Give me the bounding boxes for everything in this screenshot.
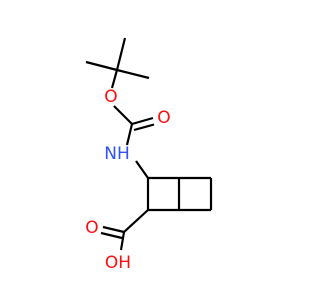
molecule-diagram: O O NH O OH [85, 37, 213, 273]
bond-carbonyl-double-b [133, 123, 155, 132]
bond-tbu-methyl-left [85, 60, 118, 72]
bond-n-to-ring [135, 160, 149, 179]
bond-cooh-double-b [100, 231, 123, 240]
bond-tbu-methyl-top [115, 37, 127, 71]
bond-tbu-to-o [110, 69, 119, 89]
structure-canvas: O O NH O OH [85, 37, 213, 273]
atom-o-carbonyl-acid: O [85, 218, 98, 238]
atom-oh: OH [105, 253, 131, 273]
atom-o-ester: O [104, 87, 117, 107]
bond-tbu-methyl-right [116, 68, 150, 80]
bond-carbonyl-to-n [125, 123, 134, 146]
bond-cooh-to-oh [119, 231, 126, 251]
bond-carbonyl-double-a [131, 116, 154, 126]
bond-ring-to-cooh [123, 209, 149, 233]
atom-o-carbonyl-boc: O [157, 108, 170, 128]
atom-nh: NH [104, 144, 130, 164]
bond-cooh-double-a [102, 225, 125, 234]
bond-o-to-carbonyl-c [113, 105, 133, 125]
